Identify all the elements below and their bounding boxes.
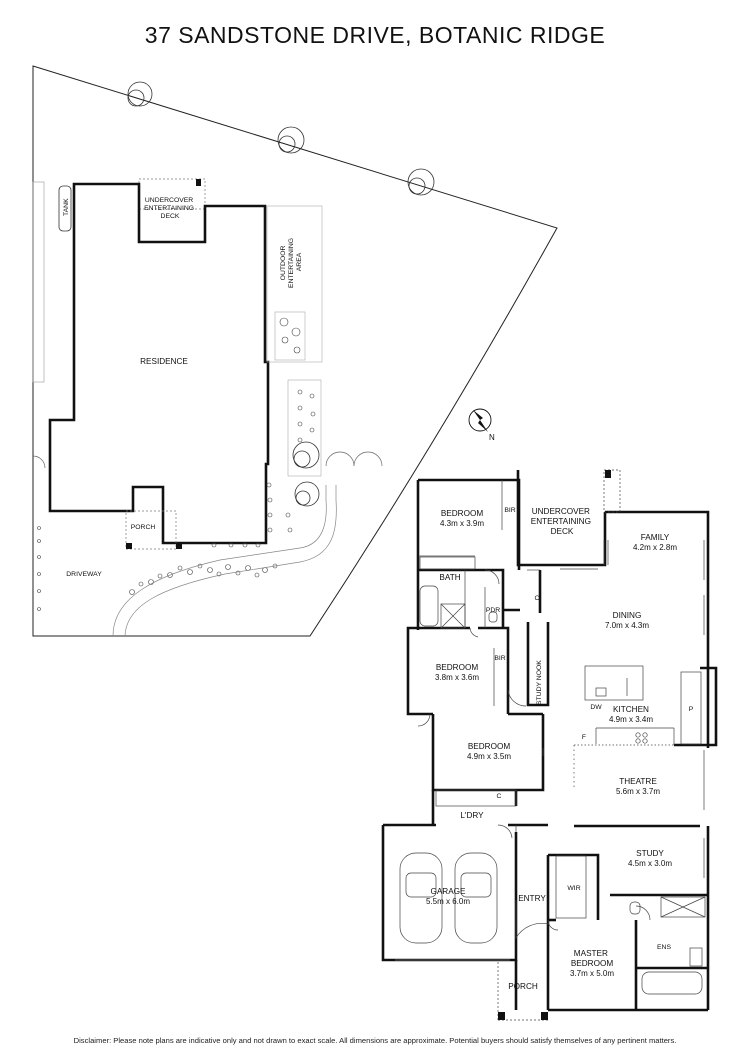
bir-label: BIR: [494, 655, 505, 662]
site-plan: TANK UNDERCOVER ENTERTAINING DECK RESIDE…: [32, 65, 558, 637]
dishwasher-label: DW: [590, 704, 602, 711]
room-name-family: FAMILY: [641, 533, 670, 542]
tank-label: TANK: [63, 198, 70, 216]
room-name-bedroom-2: BEDROOM: [436, 663, 478, 672]
pantry-label: P: [689, 706, 694, 713]
page-title: 37 SANDSTONE DRIVE, BOTANIC RIDGE: [144, 22, 606, 48]
ens-label: ENS: [657, 944, 671, 951]
bathtub: [419, 585, 439, 627]
compass-icon: N: [468, 408, 495, 442]
disclaimer: Disclaimer: Please note plans are indica…: [73, 1036, 677, 1045]
garden-path-inner: [124, 485, 337, 637]
wir-label: WIR: [567, 885, 580, 892]
porch-label: PORCH: [508, 982, 538, 991]
room-dims-garage: 5.5m x 6.0m: [426, 897, 470, 906]
room-name-bedroom-1: BEDROOM: [441, 509, 483, 518]
room-dims-dining: 7.0m x 4.3m: [605, 621, 649, 630]
toilet: [488, 611, 498, 623]
car-icon: [454, 852, 498, 944]
floor-plan-details: [395, 469, 706, 1021]
room-labels: BEDROOM 4.3m x 3.9m BIR UNDERCOVER ENTER…: [426, 507, 694, 991]
room-name-theatre: THEATRE: [619, 777, 657, 786]
room-name-garage: GARAGE: [430, 887, 466, 896]
outdoor-area-label: OUTDOOR ENTERTAINING AREA: [280, 236, 303, 288]
room-name-study: STUDY: [636, 849, 664, 858]
shrub-dots: [37, 389, 316, 611]
room-name-master: MASTER BEDROOM: [571, 949, 613, 968]
room-name-bedroom-3: BEDROOM: [468, 742, 510, 751]
room-dims-bedroom-3: 4.9m x 3.5m: [467, 752, 511, 761]
study-nook-label: STUDY NOOK: [536, 660, 543, 705]
residence-outline: [48, 182, 270, 545]
shrub-icons: [279, 317, 301, 354]
room-dims-study: 4.5m x 3.0m: [628, 859, 672, 868]
bir-label: BIR: [504, 507, 515, 514]
porch-post: [176, 543, 182, 549]
room-dims-master: 3.7m x 5.0m: [570, 969, 614, 978]
garden-bed: [274, 311, 306, 361]
site-deck-label: UNDERCOVER ENTERTAINING DECK: [144, 197, 196, 220]
wall: [526, 622, 550, 707]
room-name-dining: DINING: [613, 611, 642, 620]
site-porch-label: PORCH: [131, 524, 156, 531]
laundry-label: L'DRY: [460, 811, 484, 820]
tank-box: [58, 185, 72, 232]
tree-icons: [127, 81, 435, 507]
cupboard-label: C: [497, 793, 502, 800]
residence-label: RESIDENCE: [140, 357, 188, 366]
bathtub: [641, 971, 703, 995]
compass-n-label: N: [489, 433, 495, 442]
room-dims-kitchen: 4.9m x 3.4m: [609, 715, 653, 724]
driveway-label: DRIVEWAY: [66, 571, 102, 578]
pdr-label: PDR: [486, 607, 500, 614]
deck-walls: [516, 470, 607, 567]
room-name-kitchen: KITCHEN: [613, 705, 649, 714]
room-dims-theatre: 5.6m x 3.7m: [616, 787, 660, 796]
wall: [418, 568, 505, 628]
wall: [478, 626, 510, 690]
garden-path: [112, 485, 327, 637]
deck-post: [196, 179, 201, 186]
cooktop-icon: [635, 732, 641, 738]
outdoor-area-outline: [266, 205, 323, 363]
side-gate: [32, 455, 46, 469]
site-porch-outline: [125, 510, 177, 550]
wardrobe: [555, 855, 587, 919]
porch-post: [541, 1012, 548, 1020]
side-path: [32, 181, 45, 383]
wall: [548, 853, 600, 920]
room-dims-bedroom-2: 3.8m x 3.6m: [435, 673, 479, 682]
site-gate: [325, 451, 383, 467]
wall: [700, 666, 718, 747]
entry-label: ENTRY: [518, 894, 546, 903]
porch-post: [126, 543, 132, 549]
cupboard-label: C: [535, 595, 540, 602]
wall: [605, 510, 710, 748]
garden-strip: [287, 379, 322, 477]
wall: [406, 626, 433, 716]
property-boundary: [32, 65, 558, 637]
deck-post: [605, 470, 611, 478]
room-dims-bedroom-1: 4.3m x 3.9m: [440, 519, 484, 528]
bath-label: BATH: [439, 573, 460, 582]
kitchen-island: [584, 665, 644, 701]
toilet: [629, 901, 641, 915]
fridge-label: F: [582, 734, 586, 741]
car-icon: [399, 852, 443, 944]
porch-post: [498, 1012, 505, 1020]
room-dims-family: 4.2m x 2.8m: [633, 543, 677, 552]
room-name-deck: UNDERCOVER ENTERTAINING DECK: [531, 507, 593, 536]
